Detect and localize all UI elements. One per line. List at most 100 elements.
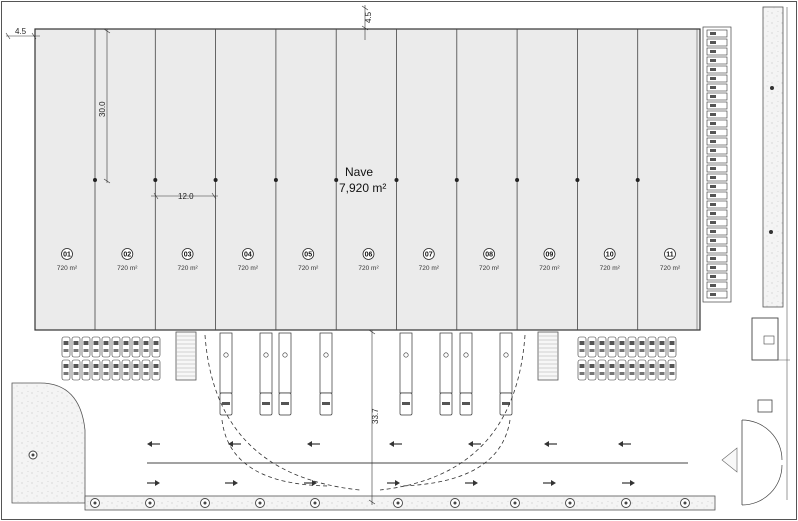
parking-car xyxy=(706,74,728,83)
unit-number: 09 xyxy=(546,252,554,259)
arrow-left xyxy=(389,441,402,447)
parking-car xyxy=(151,359,161,381)
unit-dividers xyxy=(93,29,640,330)
parking-block-right xyxy=(577,336,677,381)
parking-car xyxy=(141,336,151,358)
unit-number: 06 xyxy=(365,252,373,259)
parking-car xyxy=(667,359,677,381)
parking-block-left xyxy=(61,336,161,381)
parking-car xyxy=(706,29,728,38)
unit-number-badge xyxy=(241,248,254,260)
parking-car xyxy=(607,359,617,381)
unit-number: 10 xyxy=(606,252,614,259)
unit-label-09: 09 720 m² xyxy=(539,248,560,272)
parking-car xyxy=(141,359,151,381)
parking-car xyxy=(706,155,728,164)
parking-car xyxy=(706,281,728,290)
unit-number-badge xyxy=(603,248,616,260)
dimension-yard: 33.7 xyxy=(368,329,380,505)
unit-area: 720 m² xyxy=(600,265,621,272)
unit-number: 08 xyxy=(485,252,493,259)
unit-number-badge xyxy=(362,248,375,260)
parking-car xyxy=(706,290,728,299)
arrow-left xyxy=(228,441,241,447)
unit-area: 720 m² xyxy=(660,265,681,272)
arrow-left xyxy=(147,441,160,447)
dimension-setback-top: 4.5 xyxy=(361,5,373,40)
unit-number: 02 xyxy=(123,252,131,259)
tree-row-bottom xyxy=(90,498,690,508)
parking-car xyxy=(706,173,728,182)
unit-number: 05 xyxy=(304,252,312,259)
landscape-strip-right xyxy=(762,6,784,308)
parking-car xyxy=(647,336,657,358)
loading-dock xyxy=(399,332,413,416)
unit-label-10: 10 720 m² xyxy=(600,248,621,272)
parking-car xyxy=(706,128,728,137)
guard-booth xyxy=(757,399,773,413)
arrow-right xyxy=(304,480,317,486)
parking-car xyxy=(91,336,101,358)
unit-number: 11 xyxy=(666,252,674,259)
entrance-gate xyxy=(721,419,783,506)
parking-car xyxy=(657,359,667,381)
parking-car xyxy=(577,336,587,358)
unit-area: 720 m² xyxy=(539,265,560,272)
dimension-unit-width: 12.0 xyxy=(151,192,218,201)
unit-number: 07 xyxy=(425,252,433,259)
turning-curve-left-2 xyxy=(204,334,361,491)
parking-car xyxy=(81,359,91,381)
arrow-left xyxy=(468,441,481,447)
arrow-left xyxy=(307,441,320,447)
parking-car xyxy=(706,191,728,200)
parking-car xyxy=(61,336,71,358)
arrow-right xyxy=(147,480,160,486)
parking-car xyxy=(706,227,728,236)
unit-area: 720 m² xyxy=(479,265,500,272)
parking-car xyxy=(706,101,728,110)
unit-number-badge xyxy=(61,248,73,260)
parking-car xyxy=(706,92,728,101)
parking-car xyxy=(706,263,728,272)
parking-car xyxy=(706,182,728,191)
arrow-right xyxy=(622,480,635,486)
warehouse-building xyxy=(34,28,701,331)
parking-car xyxy=(637,336,647,358)
parking-car xyxy=(131,359,141,381)
parking-car xyxy=(71,336,81,358)
unit-number: 03 xyxy=(184,252,192,259)
unit-number-badge xyxy=(543,248,556,260)
parking-car xyxy=(657,336,667,358)
parking-car xyxy=(706,110,728,119)
unit-area: 720 m² xyxy=(238,265,259,272)
parking-car xyxy=(706,164,728,173)
parking-car xyxy=(587,359,597,381)
unit-number-badge xyxy=(302,248,315,260)
parking-car xyxy=(706,254,728,263)
loading-dock xyxy=(439,332,453,416)
traffic-arrows xyxy=(147,441,635,486)
parking-car xyxy=(706,200,728,209)
parking-car xyxy=(101,336,111,358)
parking-car xyxy=(647,359,657,381)
parking-car xyxy=(706,65,728,74)
dim-depth-label: 30.0 xyxy=(98,101,107,117)
loading-dock xyxy=(278,332,292,416)
loading-dock xyxy=(319,332,333,416)
parking-car xyxy=(81,336,91,358)
unit-number-badge xyxy=(121,248,134,260)
loading-dock xyxy=(499,332,513,416)
unit-number-badge xyxy=(422,248,435,260)
parking-car xyxy=(577,359,587,381)
parking-car xyxy=(587,336,597,358)
parking-car xyxy=(706,218,728,227)
unit-number-badge xyxy=(664,248,676,260)
dim-unit-width-label: 12.0 xyxy=(178,192,194,201)
parking-car xyxy=(111,336,121,358)
parking-car xyxy=(617,336,627,358)
parking-car xyxy=(706,209,728,218)
